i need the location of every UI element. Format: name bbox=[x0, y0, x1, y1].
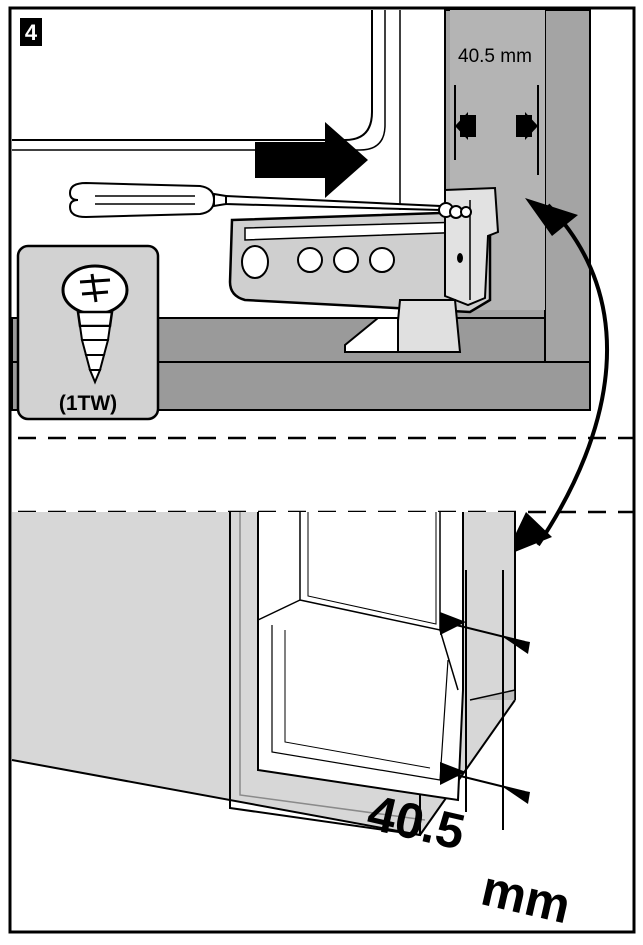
step-number: 4 bbox=[25, 20, 38, 45]
bracket-hole bbox=[241, 245, 269, 279]
top-dimension-label: 40.5 mm bbox=[458, 46, 532, 67]
screwdriver-icon bbox=[68, 181, 441, 219]
cabinet-opening bbox=[257, 512, 464, 802]
bracket-hole bbox=[369, 247, 395, 273]
hinge-bracket bbox=[228, 186, 500, 353]
bracket-hole bbox=[333, 247, 359, 273]
bottom-dimension-marker bbox=[440, 570, 530, 830]
screw-icon bbox=[61, 264, 129, 385]
bracket-wedge bbox=[344, 317, 399, 353]
appliance-door-inner-edge bbox=[12, 10, 386, 151]
bracket-hole bbox=[297, 247, 323, 273]
top-dimension-marker: 40.5 mm bbox=[454, 46, 539, 175]
bracket-foot bbox=[393, 299, 462, 353]
top-view: 40.5 mm (1TW) 4 bbox=[11, 9, 591, 421]
screw-callout: (1TW) bbox=[16, 244, 160, 421]
screw-code-label: (1TW) bbox=[59, 392, 117, 415]
push-direction-arrow bbox=[255, 122, 368, 198]
bracket-screw-icon bbox=[438, 202, 472, 219]
step-number-badge bbox=[20, 18, 42, 46]
link-double-arrow bbox=[505, 198, 609, 556]
